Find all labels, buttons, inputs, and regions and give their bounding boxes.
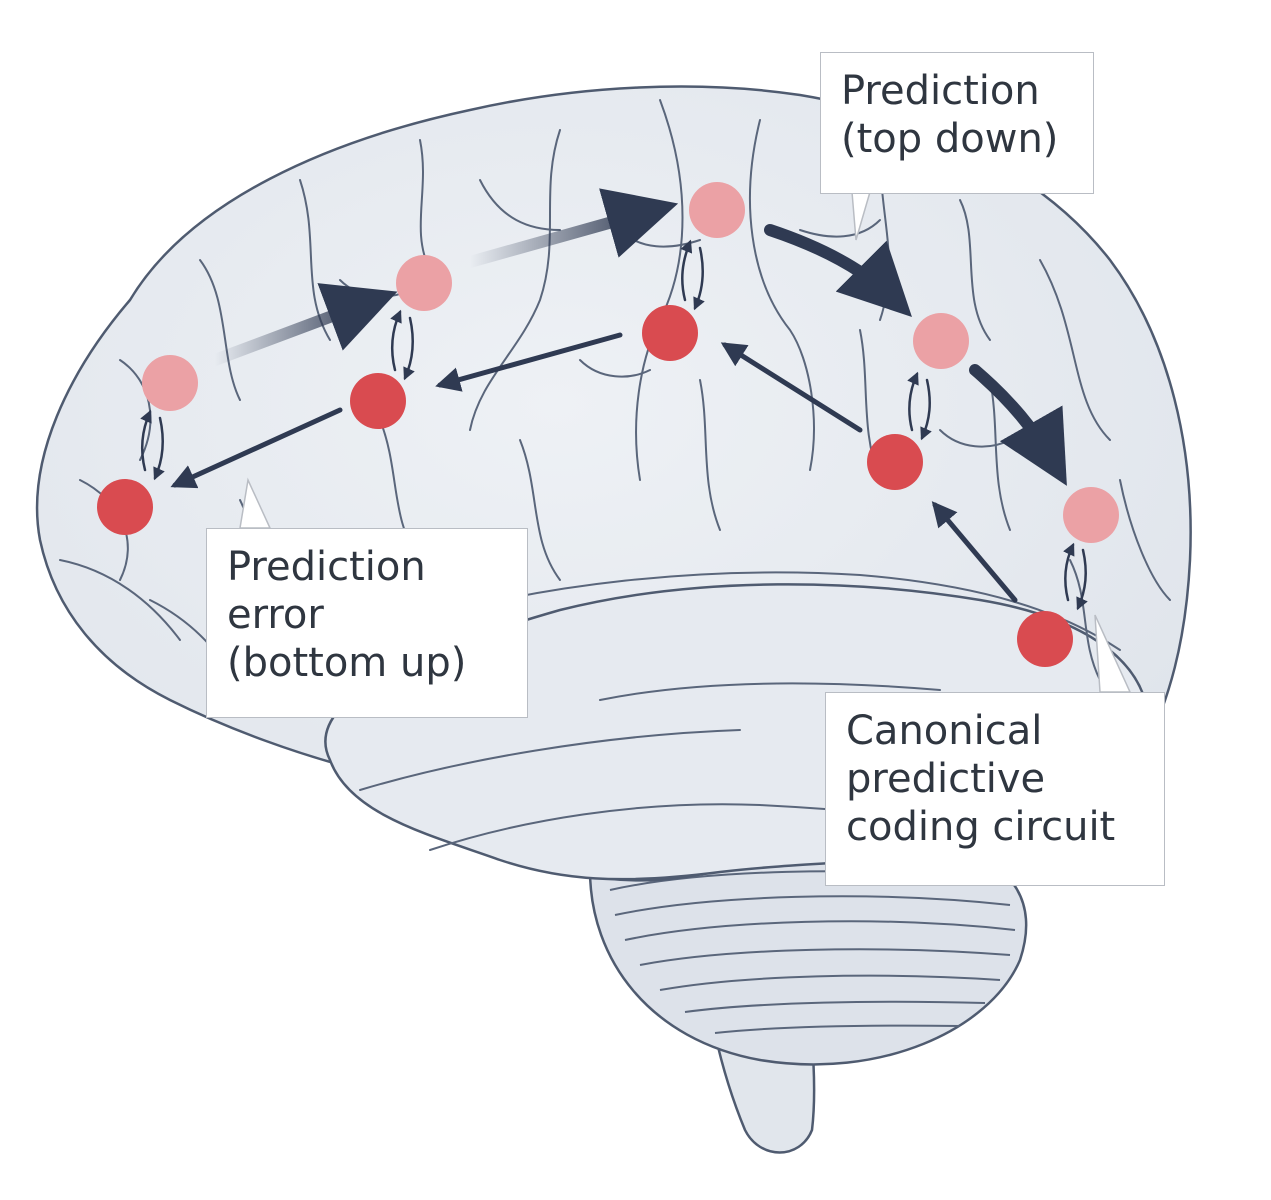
- prediction-error-node: [1017, 611, 1073, 667]
- prediction-node: [1063, 487, 1119, 543]
- prediction-error-node: [642, 305, 698, 361]
- cerebellum-folia: [609, 870, 1016, 1034]
- label-prediction-top-down: Prediction (top down): [820, 52, 1094, 194]
- prediction-error-node: [97, 479, 153, 535]
- prediction-nodes: [142, 182, 1119, 543]
- label-prediction-error: Prediction error (bottom up): [206, 528, 528, 718]
- bottom-up-arrows: [170, 332, 1018, 603]
- label-line: (top down): [841, 116, 1059, 162]
- label-canonical-circuit: Canonical predictive coding circuit: [825, 692, 1165, 886]
- top-down-arrows: [209, 188, 1067, 486]
- label-line: predictive: [846, 756, 1046, 802]
- label-line: (bottom up): [227, 640, 467, 686]
- prediction-node: [142, 355, 198, 411]
- label-line: Canonical: [846, 708, 1043, 754]
- local-arrows: [140, 239, 1088, 611]
- prediction-node: [689, 182, 745, 238]
- prediction-node: [913, 313, 969, 369]
- prediction-node: [396, 255, 452, 311]
- label-line: coding circuit: [846, 804, 1116, 850]
- prediction-error-node: [350, 373, 406, 429]
- label-line: Prediction: [841, 68, 1040, 114]
- error-nodes: [97, 305, 1073, 667]
- prediction-error-node: [867, 434, 923, 490]
- label-line: Prediction: [227, 544, 426, 590]
- label-line: error: [227, 592, 324, 638]
